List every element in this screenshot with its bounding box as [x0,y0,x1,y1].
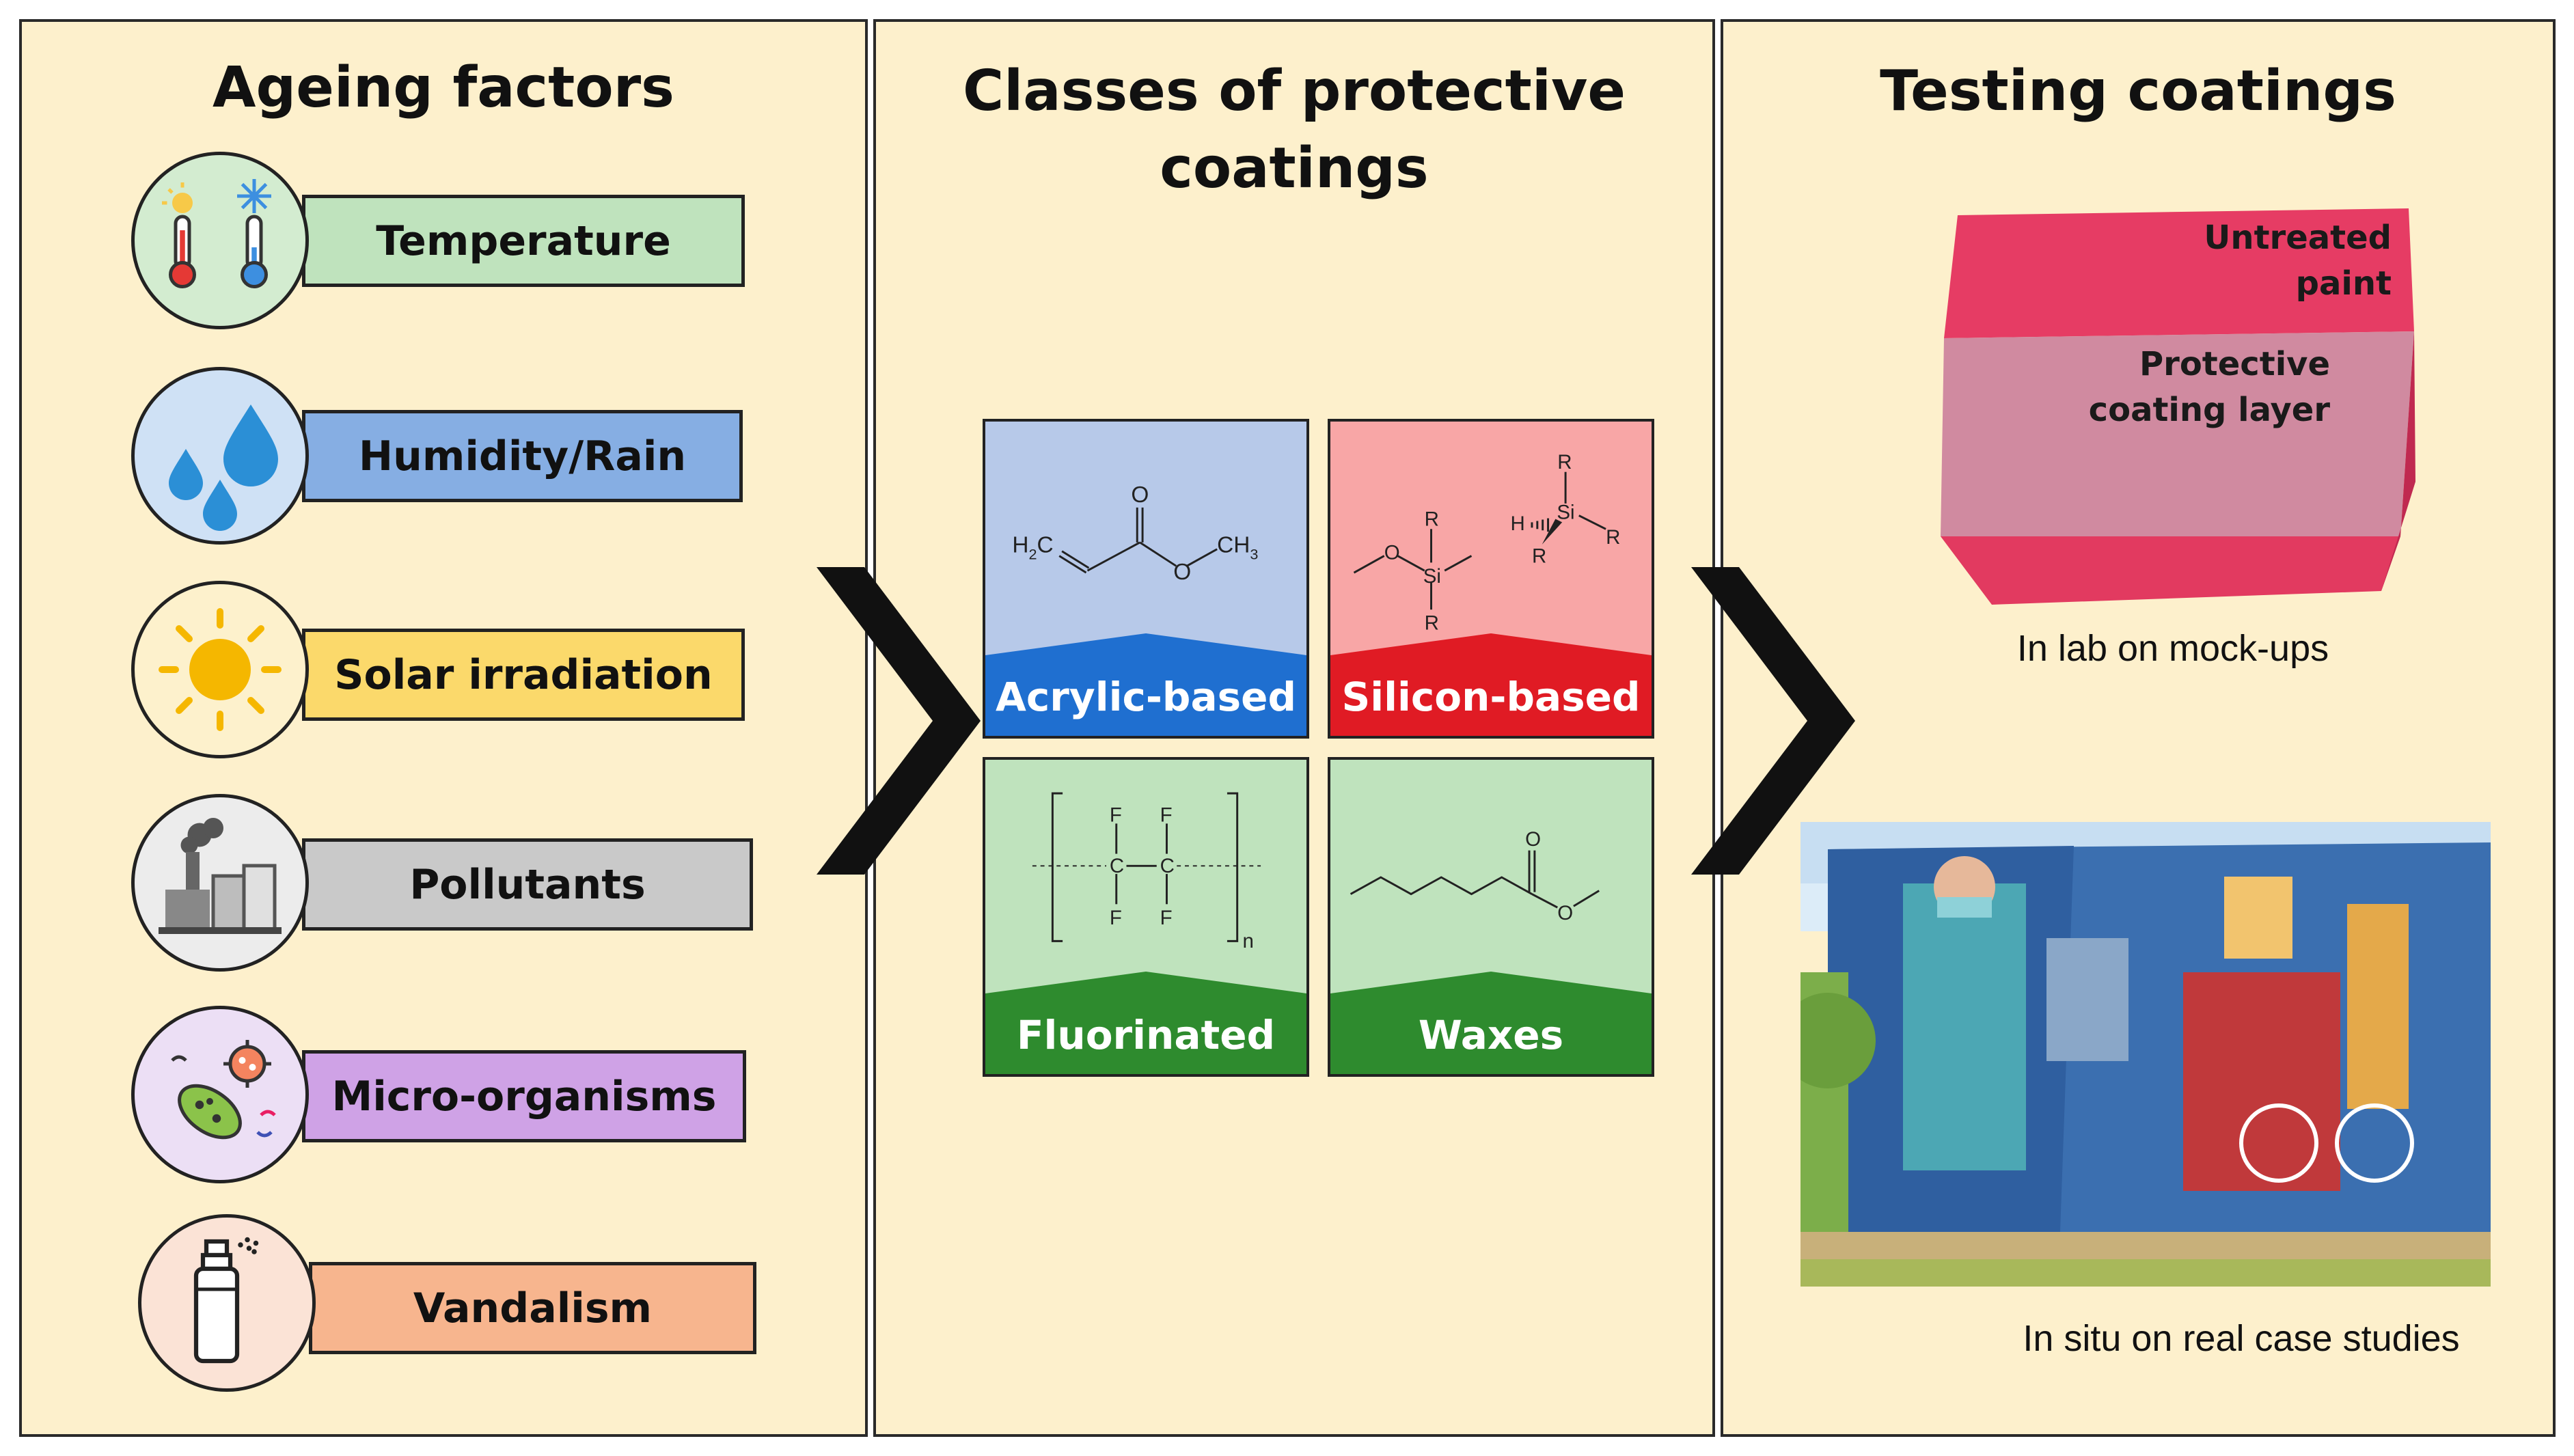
factor-label-solar-irradiation: Solar irradiation [302,629,745,721]
ageing-factors-panel: Ageing factors Temperature Humidity/Rain… [19,19,868,1437]
svg-text:Si: Si [1557,502,1574,524]
svg-text:C: C [1160,855,1175,877]
svg-text:O: O [1557,902,1573,924]
svg-text:O: O [1525,828,1541,851]
svg-text:F: F [1110,803,1122,826]
factor-label-vandalism: Vandalism [309,1262,756,1354]
svg-text:F: F [1160,907,1173,929]
coatings-title-line1: Classes of protective [962,59,1626,124]
factor-label-micro-organisms: Micro-organisms [302,1050,746,1142]
svg-text:R: R [1606,526,1620,549]
svg-text:O: O [1384,541,1400,564]
svg-text:O: O [1131,482,1149,508]
svg-text:R: R [1425,612,1439,635]
in-situ-caption: In situ on real case studies [2023,1318,2460,1359]
factor-label-humidity-rain: Humidity/Rain [302,410,743,502]
mural-photo [1801,822,2491,1287]
spray-can-icon [138,1214,316,1392]
coating-card-fluorinated: F F C C F F n Fluorinated [983,757,1309,1077]
svg-text:F: F [1160,803,1173,826]
factor-label-pollutants: Pollutants [302,838,753,931]
svg-text:Si: Si [1423,565,1441,588]
svg-text:R: R [1532,545,1546,567]
testing-title: Testing coatings [1880,59,2396,124]
coating-card-waxes: O O Waxes [1328,757,1654,1077]
chevron-right-icon [1691,567,1855,875]
coatings-title-line2: coatings [1160,136,1429,201]
coating-label-waxes: Waxes [1418,1011,1564,1058]
svg-text:R: R [1425,508,1439,530]
svg-text:O: O [1173,560,1191,585]
factory-icon [131,794,309,972]
fluoropolymer-structure: F F C C F F n [1032,792,1261,952]
mockup-brick-image [1941,208,2415,605]
svg-text:C: C [1110,855,1124,877]
svg-text:H2C: H2C [1012,533,1053,563]
ageing-factors-title: Ageing factors [213,55,674,120]
coating-card-acrylic: H2C O O CH3 Acrylic-based [983,419,1309,739]
coating-card-silicon: O Si R R R Si R R H Silicon-based [1328,419,1654,739]
svg-text:n: n [1243,930,1254,952]
svg-text:F: F [1110,907,1122,929]
acrylate-structure: H2C O O CH3 [1012,482,1258,585]
lab-mockups-caption: In lab on mock-ups [2016,628,2329,669]
coating-label-fluorinated: Fluorinated [1016,1011,1276,1058]
chevron-right-icon [817,567,981,875]
bacteria-icon [131,1006,309,1183]
svg-text:R: R [1557,451,1572,473]
coating-label-silicon: Silicon-based [1341,673,1641,720]
thermometer-icon [131,152,309,329]
water-drops-icon [131,367,309,545]
silane-structure: O Si R R R Si R R H [1353,451,1620,635]
coating-label-acrylic: Acrylic-based [996,673,1296,720]
factor-label-temperature: Temperature [302,195,745,287]
svg-text:CH3: CH3 [1217,533,1258,563]
ester-wax-structure: O O [1350,828,1600,924]
svg-text:H: H [1511,512,1525,535]
sun-icon [131,581,309,758]
